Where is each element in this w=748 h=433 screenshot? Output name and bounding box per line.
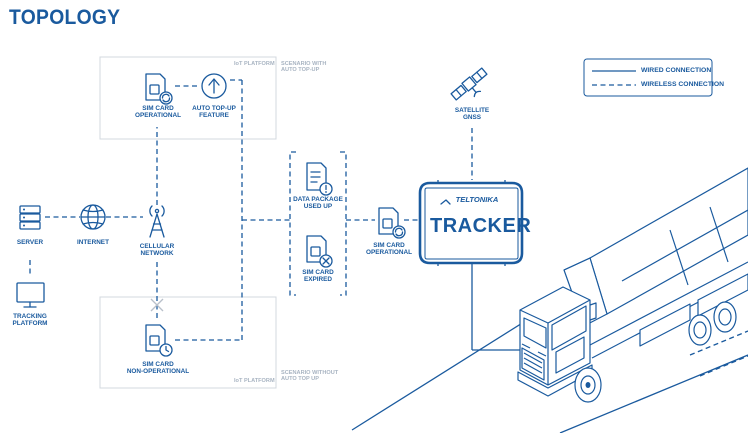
label-auto-topup: AUTO TOP-UP FEATURE [192, 105, 236, 120]
label-server: SERVER [16, 239, 44, 246]
label-data-package: DATA PACKAGE USED UP [293, 196, 343, 211]
group-label-top-scenario: SCENARIO WITH AUTO TOP-UP [281, 61, 327, 74]
truck-illustration [517, 167, 748, 403]
label-sim-non-operational: SIM CARD NON-OPERATIONAL [126, 361, 190, 376]
satellite-icon [450, 67, 488, 101]
legend [583, 58, 713, 97]
sim-card-refresh-icon-top [145, 73, 173, 105]
legend-wired-label: WIRED CONNECTION [641, 67, 712, 74]
tracker-name: TRACKER [430, 215, 532, 237]
tracker-device [418, 180, 524, 266]
cross-icon [150, 298, 164, 312]
globe-icon [80, 204, 106, 230]
label-tracking-platform: TRACKING PLATFORM [12, 313, 48, 328]
server-icon [19, 205, 41, 230]
group-label-bottom-platform: IoT PLATFORM [234, 378, 275, 384]
label-cellular: CELLULAR NETWORK [139, 243, 175, 258]
document-alert-icon [306, 162, 333, 196]
tracker-brand: TELTONIKA [455, 195, 499, 204]
group-box-no-topup [99, 296, 277, 389]
page-title: TOPOLOGY [9, 6, 121, 29]
label-sim-operational-top: SIM CARD OPERATIONAL [134, 105, 182, 120]
label-internet: INTERNET [77, 239, 109, 246]
group-label-top-platform: IoT PLATFORM [234, 61, 275, 67]
label-satellite: SATELLITE GNSS [454, 107, 490, 122]
up-arrow-icon [201, 73, 227, 99]
monitor-icon [16, 282, 45, 308]
sim-card-clock-icon [145, 324, 173, 357]
label-sim-operational-mid: SIM CARD OPERATIONAL [365, 242, 413, 257]
legend-wireless-label: WIRELESS CONNECTION [641, 81, 725, 88]
label-sim-expired: SIM CARD EXPIRED [302, 269, 334, 284]
sim-card-refresh-icon-mid [378, 207, 406, 239]
group-label-bottom-scenario: SCENARIO WITHOUT AUTO TOP UP [281, 370, 339, 383]
connections [29, 79, 520, 351]
group-box-auto-topup [99, 56, 277, 140]
cell-tower-icon [149, 205, 165, 238]
data-package-bracket [289, 151, 347, 296]
sim-card-expired-icon [306, 235, 333, 268]
teltonika-logo-icon [440, 199, 451, 205]
